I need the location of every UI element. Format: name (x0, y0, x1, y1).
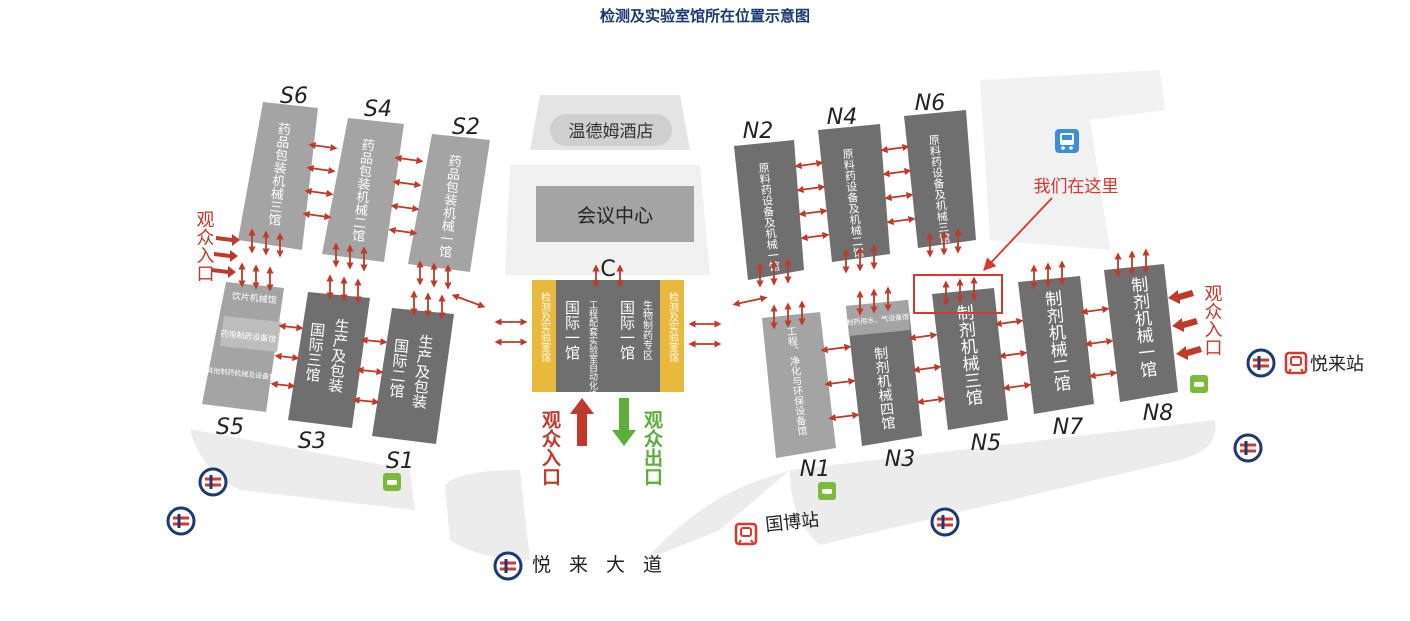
hall-n2-code: N2 (743, 119, 773, 144)
hall-s4-code: S4 (364, 97, 392, 122)
hall-s3: 国际三馆 生产及包装 S3 (288, 292, 370, 454)
hall-n5-code: N5 (971, 431, 1001, 456)
connector-arrows (270, 141, 1118, 422)
hall-s6: S6 药品包装机械三馆 (238, 84, 318, 250)
south-exit: 观众出口 (612, 398, 663, 486)
hall-s1-code: S1 (386, 449, 414, 474)
train-station-icon (734, 522, 758, 546)
south-entrance: 观众入口 (539, 398, 594, 486)
metro-icon (1233, 433, 1263, 463)
hall-s6-code: S6 (280, 84, 308, 109)
hall-n7-code: N7 (1053, 415, 1083, 440)
station-east-label: 悦来站 (1310, 354, 1364, 375)
hall-n4: N4 原料药设备及机械二馆 (818, 105, 890, 262)
hotel-label: 温德姆酒店 (569, 122, 654, 142)
hall-s4: S4 药品包装机械二馆 (322, 97, 404, 262)
hall-n3: 制药用水、气设备馆 制剂机械四馆 N3 (846, 300, 922, 472)
you-are-here-label: 我们在这里 (1034, 177, 1119, 197)
parking-icon (383, 473, 401, 491)
parking-icon (1190, 375, 1208, 393)
metro-icon (166, 506, 196, 536)
hall-s2-code: S2 (452, 115, 480, 140)
hall-n1: 工程、净化与环保设备馆 N1 (762, 312, 836, 482)
hall-s5: 饮片机械馆 药用制药设备馆 其他制药机械及设备馆 S5 (202, 282, 284, 440)
hall-c-col3: 国际一馆 (618, 300, 636, 360)
hall-s3-code: S3 (298, 429, 326, 454)
page-title: 检测及实验室馆所在位置示意图 (599, 7, 810, 25)
parking-icon (818, 482, 836, 500)
hall-n8-code: N8 (1143, 401, 1173, 426)
hall-c: C 检测及实验室馆 国际一馆 工程配套实验室自动化净化 国际一馆 生物制药专区 … (532, 257, 684, 409)
you-are-here-marker: 我们在这里 (913, 177, 1119, 314)
hall-n4-code: N4 (827, 105, 857, 130)
metro-icon (930, 507, 960, 537)
hall-n3-code: N3 (885, 447, 915, 472)
hall-s5-code: S5 (216, 415, 244, 440)
conference-label: 会议中心 (577, 205, 653, 227)
metro-icon (198, 467, 228, 497)
hall-n5: 制剂机械三馆 N5 (932, 288, 1008, 456)
hall-s2: S2 药品包装机械一馆 (408, 115, 490, 272)
bus-icon (1055, 129, 1079, 153)
hotel: 温德姆酒店 (550, 114, 672, 146)
hall-n6: N6 原料药设备及机械三馆 (904, 91, 976, 248)
east-entrance: 观众入口 (1168, 284, 1223, 360)
east-entrance-label: 观众入口 (1202, 284, 1223, 356)
hall-n2: N2 原料药设备及机械一馆 (734, 119, 804, 280)
train-station-icon (1284, 351, 1308, 375)
south-entrance-label: 观众入口 (539, 410, 561, 486)
hall-n1-code: N1 (800, 457, 830, 482)
hall-n8: 制剂机械一馆 N8 (1104, 264, 1178, 426)
west-entrance-label: 观众入口 (194, 210, 215, 282)
hall-c-side-left: 检测及实验室馆 (539, 291, 551, 363)
metro-icon (493, 551, 523, 581)
metro-icon (1246, 348, 1276, 378)
hall-c-side-right: 检测及实验室馆 (667, 291, 679, 363)
hall-c-col4: 生物制药专区 (641, 299, 653, 360)
hall-n7: 制剂机械二馆 N7 (1018, 276, 1094, 440)
hall-n6-code: N6 (915, 91, 945, 116)
hall-c-col2: 工程配套实验室自动化净化 (587, 300, 598, 409)
west-entrance: 观众入口 (194, 210, 240, 282)
hall-s1: 国际二馆 生产及包装 S1 (372, 308, 454, 474)
hall-c-col1: 国际一馆 (563, 300, 581, 360)
south-exit-label: 观众出口 (641, 410, 663, 486)
door-arrows (238, 228, 1150, 330)
hall-c-code: C (600, 257, 615, 282)
conference-center: 会议中心 (536, 186, 694, 242)
road-label: 悦来大道 (532, 554, 680, 576)
